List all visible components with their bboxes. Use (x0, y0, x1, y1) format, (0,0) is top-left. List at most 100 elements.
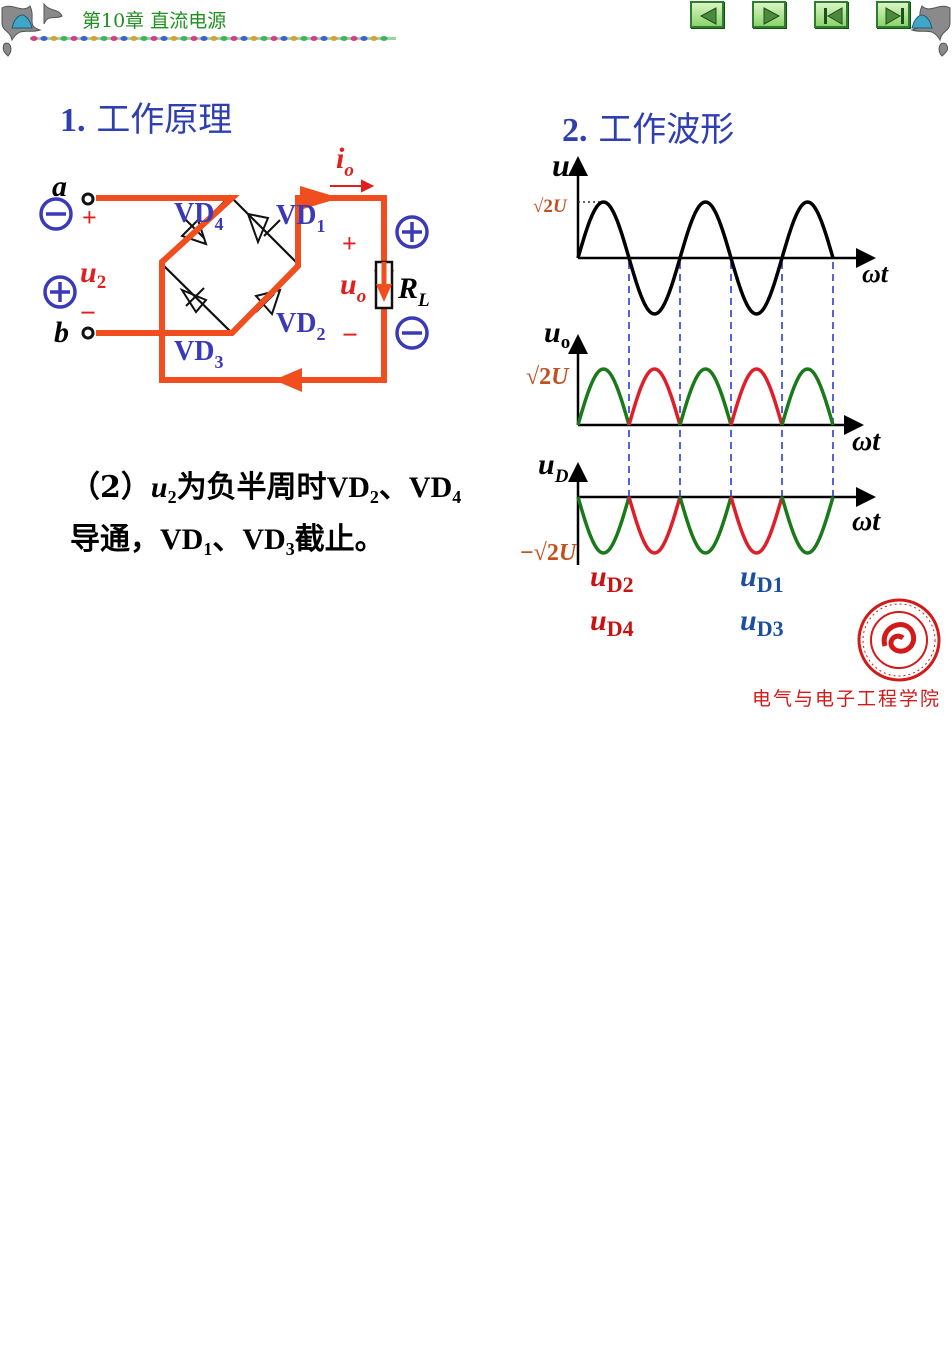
last-button[interactable] (876, 1, 910, 28)
ribbon-dot (140, 36, 148, 41)
terminal-a-label: a (52, 170, 67, 203)
legend-ud3: uD3 (740, 604, 784, 641)
output-plus: + (342, 229, 357, 258)
first-button[interactable] (814, 1, 848, 28)
ribbon-dot (70, 36, 78, 41)
bell-icon-right (911, 14, 933, 29)
output-wave-half (780, 367, 835, 426)
output-wave-half (627, 367, 682, 426)
triangle-right-icon (763, 7, 781, 25)
ribbon-dot (360, 36, 368, 41)
diode-voltage-wave-half (780, 496, 835, 555)
ribbon-dot (350, 36, 358, 41)
diode-voltage-wave-half (627, 496, 682, 555)
section2-heading: 2. 工作波形 (562, 102, 734, 151)
ribbon-dot (380, 36, 388, 41)
circled-minus-out (395, 316, 429, 350)
ribbon-dot (180, 36, 188, 41)
bell-icon (11, 14, 33, 29)
uo-time-label: ωt (852, 426, 881, 457)
io-arrow (330, 179, 375, 193)
ud-peak-label: −√2U (520, 540, 578, 566)
dotted-ribbon (30, 36, 396, 41)
diode-voltage-wave-half (678, 496, 733, 555)
ribbon-dot (300, 36, 308, 41)
ribbon-dot (270, 36, 278, 41)
circled-plus-out (395, 215, 429, 249)
diode-vd3 (179, 287, 208, 314)
output-minus: − (342, 320, 358, 351)
u-peak-label: √2U (533, 196, 568, 217)
ribbon-dot (280, 36, 288, 41)
ribbon-dot (190, 36, 198, 41)
ribbon-dot (110, 36, 118, 41)
output-current-label: io (336, 142, 354, 181)
section2-title: 工作波形 (598, 110, 735, 150)
u-axis-label: u (552, 147, 570, 183)
output-voltage-label: uo (340, 268, 366, 307)
chapter-title: 第10章 直流电源 (82, 10, 227, 32)
next-button[interactable] (752, 1, 786, 28)
ribbon-dot (210, 36, 218, 41)
section1-number: 1. (60, 102, 86, 139)
legend-ud1: uD1 (740, 560, 784, 597)
description-text: （2）u2为负半周时VD2、VD4导通，VD1、VD3截止。 (70, 470, 462, 559)
ribbon-dot (320, 36, 328, 41)
diode-voltage-wave-half (729, 496, 784, 555)
vd1-label: VD1 (276, 200, 325, 236)
ribbon-dot (330, 36, 338, 41)
ribbon-dot (240, 36, 248, 41)
ribbon-dot (50, 36, 58, 41)
ribbon-dot (170, 36, 178, 41)
section1-heading: 1. 工作原理 (60, 92, 232, 141)
vd4-label: VD4 (174, 198, 223, 234)
ribbon-dot (230, 36, 238, 41)
section2-number: 2. (562, 112, 588, 149)
uo-axis-label: uo (544, 316, 570, 353)
waveform-panel: u uo uD ωt ωt ωt √2U √2U −√2U uD2 uD4 uD… (520, 147, 889, 641)
output-wave-half (576, 367, 631, 426)
section1-title: 工作原理 (96, 100, 233, 140)
ribbon-dot (160, 36, 168, 41)
terminal-b-label: b (54, 316, 69, 349)
terminal-a-node (81, 192, 95, 206)
prev-button[interactable] (690, 1, 724, 28)
ribbon-dot (30, 36, 38, 41)
ribbon-dot (40, 36, 48, 41)
vd3-label: VD3 (174, 336, 223, 372)
diode-vd4 (180, 217, 208, 246)
ribbon-dot (290, 36, 298, 41)
ribbon-dot (60, 36, 68, 41)
ribbon-dot (150, 36, 158, 41)
ribbon-dot (260, 36, 268, 41)
input-plus: + (82, 203, 97, 232)
circled-plus-b (43, 275, 77, 309)
input-voltage-wave (576, 200, 835, 316)
load-label: RL (397, 272, 430, 311)
triangle-left-icon (699, 7, 717, 25)
ribbon-dot (220, 36, 228, 41)
output-wave-half (729, 367, 784, 426)
right-flourish (910, 5, 951, 57)
u-time-label: ωt (862, 259, 889, 288)
output-wave-half (678, 367, 733, 426)
college-name: 电气与电子工程学院 (752, 688, 942, 710)
waveform-axes (568, 156, 876, 565)
bridge-circuit: a b + − u2 io + − uo RL VD1 VD4 VD2 VD3 (39, 142, 430, 392)
ribbon-dot (80, 36, 88, 41)
university-seal (857, 598, 941, 682)
diode-voltage-wave-half (576, 496, 631, 555)
ribbon-dot (90, 36, 98, 41)
diode-vd1 (246, 212, 281, 245)
ribbon-dot (100, 36, 108, 41)
ribbon-dot (310, 36, 318, 41)
ribbon-dot (370, 36, 378, 41)
ribbon-dot (250, 36, 258, 41)
ribbon-dot (340, 36, 348, 41)
uo-peak-label: √2U (526, 364, 570, 390)
circled-minus-a (39, 197, 73, 231)
half-cycle-markers (628, 262, 834, 498)
input-minus: − (80, 298, 96, 329)
legend-ud2: uD2 (590, 560, 634, 597)
header-ornament (1, 2, 951, 57)
